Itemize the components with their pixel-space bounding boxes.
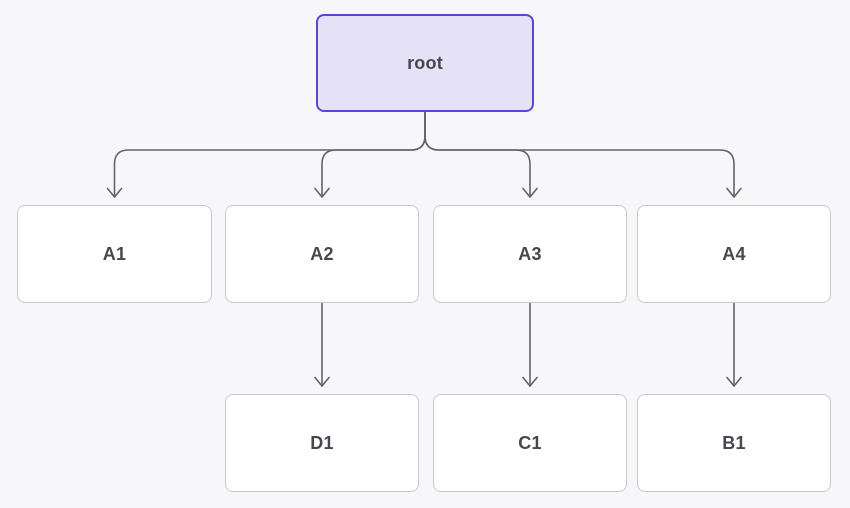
arrowhead-root-A1 — [106, 187, 123, 198]
node-a4: A4 — [637, 205, 831, 303]
edge-root-A2 — [321, 111, 426, 198]
edge-root-A1 — [113, 111, 426, 198]
arrowhead-A3-C1 — [522, 376, 538, 387]
edge-root-A4 — [424, 111, 735, 198]
node-root: root — [316, 14, 534, 112]
node-a3: A3 — [433, 205, 627, 303]
edge-root-A3 — [424, 111, 531, 198]
arrowhead-root-A3 — [522, 187, 538, 198]
arrowhead-root-A4 — [726, 187, 742, 198]
node-c1: C1 — [433, 394, 627, 492]
arrowhead-A4-B1 — [726, 376, 742, 387]
node-d1: D1 — [225, 394, 419, 492]
node-b1: B1 — [637, 394, 831, 492]
arrowhead-A2-D1 — [314, 376, 330, 387]
node-a1: A1 — [17, 205, 212, 303]
arrowhead-root-A2 — [314, 187, 330, 198]
node-a2: A2 — [225, 205, 419, 303]
